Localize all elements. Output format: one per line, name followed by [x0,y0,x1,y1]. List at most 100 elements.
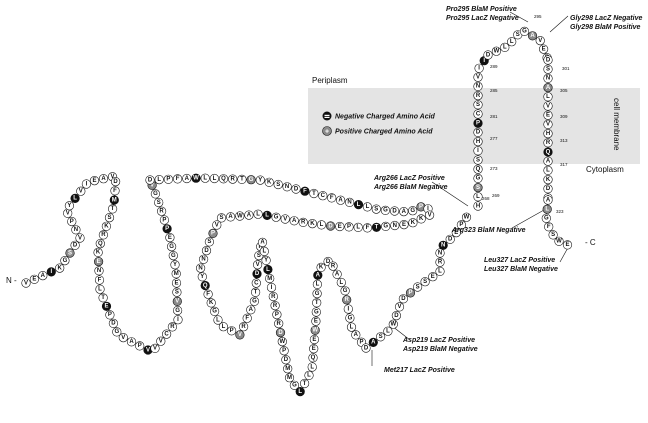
residue-circle [281,355,291,365]
residue-letter: D [278,330,283,336]
residue: R [328,261,338,271]
residue: V [235,330,245,340]
residue: G [345,313,355,323]
residue: R [268,291,278,302]
pointer-pro295 [509,11,529,23]
residue-letter: E [338,224,342,230]
annotation-arg266-blam: Arg266 BlaM Negative [373,184,448,191]
residue-letter: I [347,306,349,312]
residue: N [438,240,448,250]
residue-letter: T [111,206,115,212]
residue-letter: V [397,304,401,310]
residue-letter: N [201,257,205,263]
residue-letter: V [121,335,125,341]
residue-circle [435,248,445,258]
residue-letter: L [545,207,549,213]
residue-letter: A [354,332,359,338]
residue-circle [312,289,322,299]
residue-circle [405,288,416,298]
residue: V [150,343,160,354]
residue: G [60,256,70,266]
residue-letter: G [252,299,257,305]
residue-letter: L [320,222,324,228]
residue-circle [167,242,177,252]
residue: C [251,278,261,288]
residue-circle [554,236,564,246]
residue-letter: R [438,260,443,266]
residue-circle [93,247,103,257]
residue-letter: A [338,198,343,204]
residue: W [554,236,564,246]
residue-circle [156,336,166,346]
residue-circle [391,311,402,321]
residue-letter: L [546,168,550,174]
residue-number: 305 [560,88,568,93]
residue-circle [163,174,173,184]
residue: E [29,274,40,284]
residue-circle [316,262,326,273]
residue: E [451,228,461,238]
residue-letter: W [556,239,562,245]
pointer-gly298 [549,15,569,33]
residue: F [300,186,310,196]
residue-letter: P [138,343,142,349]
residue: T [98,293,108,303]
residue-circle [543,82,553,93]
residue: E [335,221,345,232]
residue: I [474,63,484,73]
residue-circle [71,225,81,235]
residue-letter: L [73,196,77,202]
residue-letter: P [108,312,112,318]
residue: W [461,212,472,222]
legend-positive-plus: + [325,129,329,136]
residue-circle [543,165,553,175]
residue-circle [473,100,483,110]
residue: M [265,273,275,284]
residue: D [252,269,262,279]
residue-circle [98,293,108,303]
residue-letter: L [339,280,343,286]
residue-letter: L [366,204,370,210]
residue-letter: G [114,329,119,335]
residue-circle [371,204,381,214]
residue-letter: I [177,317,179,323]
residue-circle [543,175,553,185]
residue-circle [94,275,105,285]
residue-letter: S [175,290,179,296]
residue-letter: S [276,182,280,188]
residue-letter: T [254,290,258,296]
residue-circle [75,233,85,243]
residue-circle [318,191,328,201]
residue-letter: V [476,75,480,81]
residue-circle [162,224,172,234]
residue-circle [206,298,216,308]
residue-letter: F [206,292,210,298]
residue-circle [451,228,461,238]
residue-circle [104,213,115,223]
annotation-arg266-lacz: Arg266 LacZ Positive [373,175,445,182]
residue-letter: Y [200,274,204,280]
residue-letter: L [438,269,442,275]
residue: K [408,218,418,228]
residue-circle [118,333,128,343]
residue-letter: K [104,224,109,230]
residue-circle [197,272,207,282]
residue-letter: G [343,288,348,294]
residue-circle [473,109,483,119]
residue-letter: I [477,148,479,154]
residue: A [226,212,236,222]
residue: K [416,214,426,224]
residue-circle [473,164,483,174]
residue-circle [473,192,483,202]
residue-letter: Q [311,355,316,361]
pointer-arg266 [431,181,469,207]
residue-letter: N [476,84,480,90]
residue-letter: Q [221,176,226,182]
residue-letter: D [255,271,260,277]
residue-letter: H [546,131,550,137]
residue-circle [435,266,445,277]
residue: A [98,174,109,184]
residue-letter: E [104,304,108,310]
residue-letter: V [546,122,550,128]
residue-circle [213,315,223,325]
